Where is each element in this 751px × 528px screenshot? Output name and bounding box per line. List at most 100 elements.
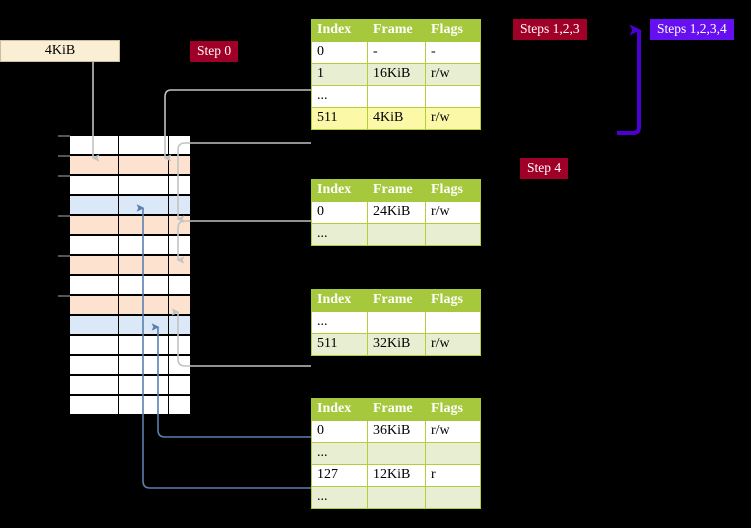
badge-steps-1-2-3-4: Steps 1,2,3,4 xyxy=(650,19,734,40)
cell-flags xyxy=(425,442,481,465)
memory-frame-row xyxy=(70,375,190,395)
cell-flags: r/w xyxy=(425,201,481,224)
cell-index: 1 xyxy=(311,63,368,86)
column-header-flags: Flags xyxy=(425,19,481,42)
cell-flags: r xyxy=(425,464,481,487)
cell-flags: r/w xyxy=(425,420,481,443)
badge-step-0: Step 0 xyxy=(190,41,239,62)
memory-frame-row xyxy=(70,215,190,235)
memory-frame-row xyxy=(70,135,190,155)
memory-frame-tick xyxy=(58,295,70,297)
memory-frame-row xyxy=(70,315,190,335)
column-header-frame: Frame xyxy=(367,289,426,312)
cell-flags xyxy=(425,486,481,509)
cell-frame: 4KiB xyxy=(367,107,426,130)
cell-frame: 16KiB xyxy=(367,63,426,86)
memory-size-label: 4KiB xyxy=(44,43,76,58)
wire-table2-r511-to-memory xyxy=(171,308,311,367)
memory-frame-row xyxy=(70,395,190,415)
table-row[interactable]: ... xyxy=(311,486,481,509)
memory-frame-row xyxy=(70,295,190,315)
table-row[interactable]: ... xyxy=(311,442,481,465)
column-header-flags: Flags xyxy=(425,289,481,312)
memory-frame-row xyxy=(70,235,190,255)
cell-flags xyxy=(425,223,481,246)
cell-frame: 24KiB xyxy=(367,201,426,224)
badge-steps-1-2-3: Steps 1,2,3 xyxy=(513,19,587,40)
cell-index: 127 xyxy=(311,464,368,487)
memory-frame-row xyxy=(70,275,190,295)
memory-frame-tick xyxy=(58,155,70,157)
table-row[interactable]: ... xyxy=(311,85,481,108)
cell-index: ... xyxy=(311,486,368,509)
column-header-index: Index xyxy=(311,398,368,421)
cell-flags: r/w xyxy=(425,107,481,130)
cell-index: 511 xyxy=(311,333,368,356)
column-header-flags: Flags xyxy=(425,398,481,421)
cell-flags: r/w xyxy=(425,63,481,86)
cell-index: ... xyxy=(311,85,368,108)
column-header-frame: Frame xyxy=(367,179,426,202)
cell-index: 0 xyxy=(311,201,368,224)
cell-frame: - xyxy=(367,41,426,64)
cell-frame xyxy=(367,486,426,509)
cell-frame xyxy=(367,85,426,108)
memory-frame-row xyxy=(70,155,190,175)
table-row[interactable]: 0-- xyxy=(311,41,481,64)
wire-table1-r0-to-memory xyxy=(176,220,311,264)
memory-frame-row xyxy=(70,175,190,195)
cell-frame xyxy=(367,442,426,465)
cell-flags xyxy=(425,85,481,108)
cell-frame: 32KiB xyxy=(367,333,426,356)
wire-table0-r511-to-memory xyxy=(176,142,311,223)
cell-index: ... xyxy=(311,223,368,246)
memory-frame-tick xyxy=(58,255,70,257)
column-header-index: Index xyxy=(311,289,368,312)
cell-frame xyxy=(367,223,426,246)
cell-index: 511 xyxy=(311,107,368,130)
memory-frame-row xyxy=(70,195,190,215)
memory-frame-row xyxy=(70,255,190,275)
cell-frame xyxy=(367,311,426,334)
memory-frame-row xyxy=(70,355,190,375)
cell-frame: 36KiB xyxy=(367,420,426,443)
memory-frame-tick xyxy=(58,135,70,137)
badge-step-4: Step 4 xyxy=(520,158,569,179)
memory-frame-row xyxy=(70,335,190,355)
table-row[interactable]: ... xyxy=(311,223,481,246)
column-header-flags: Flags xyxy=(425,179,481,202)
cell-flags xyxy=(425,311,481,334)
cell-index: ... xyxy=(311,311,368,334)
cell-flags: r/w xyxy=(425,333,481,356)
memory-grid-divider xyxy=(118,135,119,415)
cell-index: 0 xyxy=(311,420,368,443)
column-header-index: Index xyxy=(311,179,368,202)
physical-memory-grid xyxy=(58,135,190,415)
cell-index: ... xyxy=(311,442,368,465)
memory-frame-tick xyxy=(58,175,70,177)
memory-frame-tick xyxy=(58,215,70,217)
column-header-index: Index xyxy=(311,19,368,42)
bracket-steps-1-2-3-4 xyxy=(617,24,641,135)
memory-grid-divider xyxy=(168,135,169,415)
column-header-frame: Frame xyxy=(367,398,426,421)
cell-frame: 12KiB xyxy=(367,464,426,487)
cell-index: 0 xyxy=(311,41,368,64)
table-row[interactable]: ... xyxy=(311,311,481,334)
cell-flags: - xyxy=(425,41,481,64)
